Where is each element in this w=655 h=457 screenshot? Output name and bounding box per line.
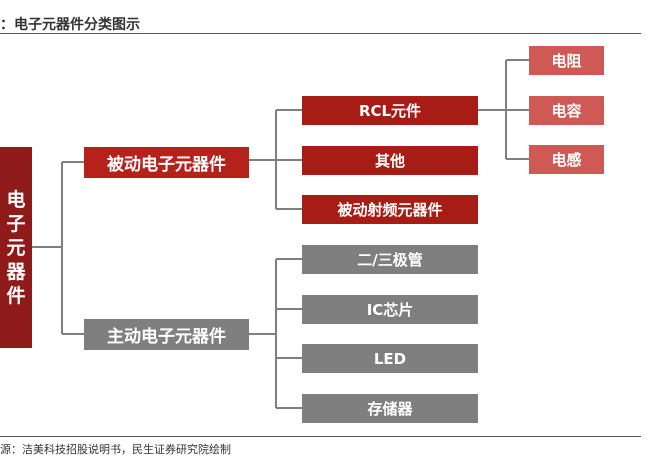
- node-memory: 存储器: [302, 394, 478, 423]
- node-ic-chip: IC芯片: [302, 295, 478, 324]
- bottom-divider: [0, 436, 641, 437]
- root-node: 电 子 元 器 件: [0, 147, 32, 348]
- node-resistor: 电阻: [529, 46, 604, 75]
- top-divider: [0, 33, 641, 34]
- node-inductor: 电感: [529, 145, 604, 174]
- node-led: LED: [302, 344, 478, 373]
- node-passive-rf: 被动射频元器件: [302, 195, 478, 224]
- node-capacitor: 电容: [529, 96, 604, 125]
- node-diode-transistor: 二/三极管: [302, 245, 478, 274]
- node-other: 其他: [302, 146, 478, 175]
- node-active: 主动电子元器件: [84, 319, 249, 350]
- node-passive: 被动电子元器件: [84, 147, 249, 178]
- node-rcl: RCL元件: [302, 96, 478, 125]
- root-char: 器: [6, 260, 26, 283]
- root-char: 子: [6, 212, 26, 235]
- root-char: 元: [6, 236, 26, 259]
- root-char: 件: [6, 284, 26, 307]
- figure-title: ：电子元器件分类图示: [0, 17, 140, 33]
- source-note: 源：洁美科技招股说明书，民生证券研究院绘制: [0, 443, 231, 456]
- root-char: 电: [6, 188, 26, 211]
